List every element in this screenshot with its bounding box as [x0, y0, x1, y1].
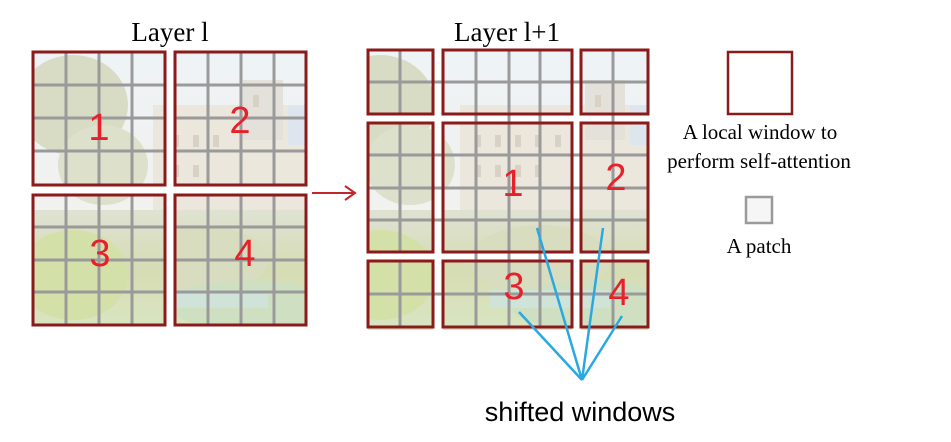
- layer-l1-window-3: [441, 259, 574, 329]
- layer-l1-window-number: 1: [502, 163, 523, 205]
- layer-l-patch-grid: [33, 52, 306, 325]
- legend-patch-label: A patch: [727, 234, 792, 258]
- layer-l1-windows: 1 2 3 4: [365, 45, 650, 335]
- layer-l-window-2: [173, 50, 308, 187]
- layer-l-window-number: 3: [89, 233, 110, 275]
- layer-l-window-3: [31, 193, 167, 327]
- layer-l1-window-2: [579, 121, 650, 254]
- legend: A local window to perform self-attention…: [667, 50, 851, 258]
- layer-l1-window-number: 2: [605, 157, 626, 199]
- layer-l1-window-number: 3: [503, 266, 524, 308]
- layer-l-windows: 1 2 3 4: [31, 50, 308, 327]
- legend-window-swatch: [726, 50, 794, 116]
- shifted-windows-pointers: [518, 227, 624, 381]
- transition-arrow: [312, 185, 357, 201]
- layer-l1-patch-grid: [368, 50, 648, 327]
- layer-l-window-number: 4: [234, 233, 255, 275]
- layer-l-title: Layer l: [131, 17, 208, 47]
- layer-l1-title: Layer l+1: [454, 17, 560, 47]
- layer-l-window-number: 2: [229, 100, 250, 142]
- legend-window-label-line1: A local window to: [683, 120, 838, 144]
- layer-l1-window-1: [441, 121, 574, 254]
- legend-window-label-line2: perform self-attention: [667, 149, 851, 173]
- layer-l-window-4: [173, 193, 308, 327]
- layer-l1-window-number: 4: [608, 272, 629, 314]
- legend-patch-swatch: [744, 195, 774, 225]
- shifted-windows-caption: shifted windows: [485, 397, 676, 427]
- layer-l-window-1: [31, 50, 167, 187]
- layer-l-window-number: 1: [88, 107, 109, 149]
